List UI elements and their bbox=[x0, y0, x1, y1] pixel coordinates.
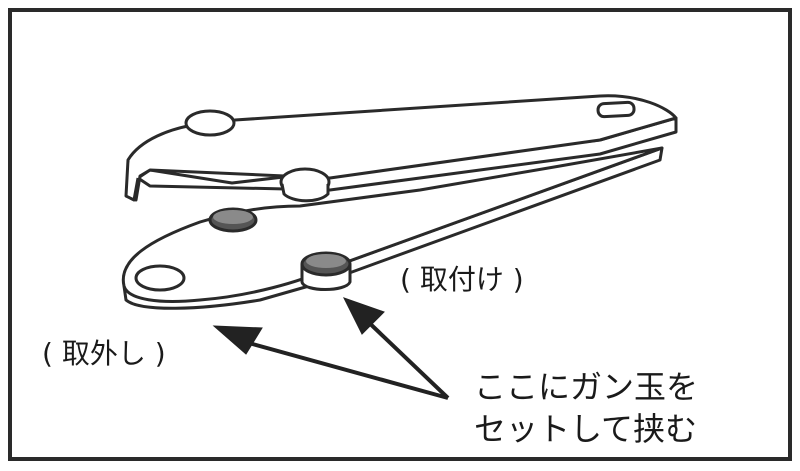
pointer-arrows bbox=[212, 297, 450, 400]
arrow-attach bbox=[360, 314, 450, 400]
arrow-attach-head bbox=[343, 297, 385, 335]
instruction-text: ここにガン玉を セットして挟む bbox=[474, 366, 698, 450]
lower-arm bbox=[121, 146, 664, 310]
instruction-line-2: セットして挟む bbox=[474, 410, 698, 448]
attach-label: ( 取付け ) bbox=[400, 263, 524, 296]
arrow-remove-head bbox=[212, 325, 263, 355]
remove-label: ( 取外し ) bbox=[42, 337, 166, 370]
upper-arm bbox=[124, 94, 678, 203]
arrow-remove bbox=[237, 338, 449, 400]
instruction-line-1: ここにガン玉を bbox=[474, 368, 699, 406]
